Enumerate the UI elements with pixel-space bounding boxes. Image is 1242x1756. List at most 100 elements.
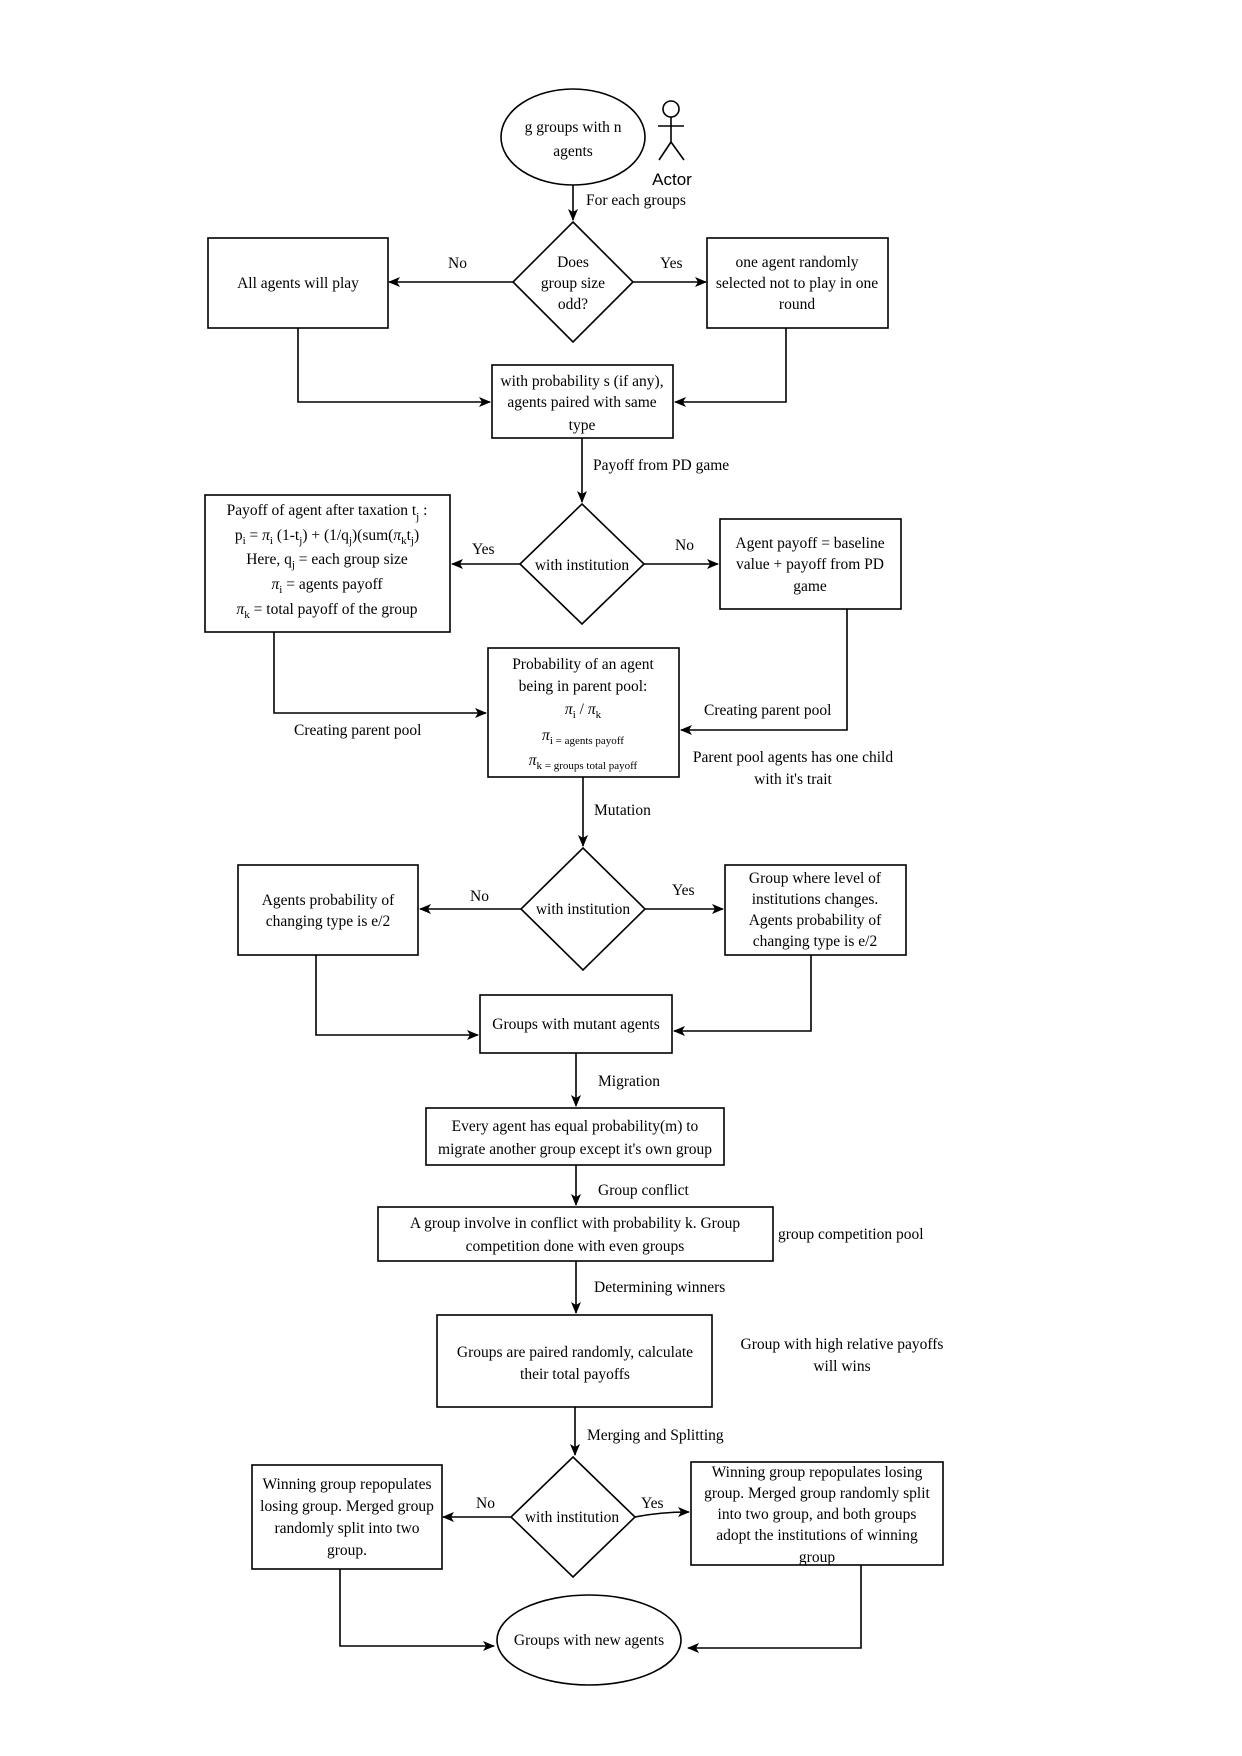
edge-label-creating-right: Creating parent pool — [704, 702, 831, 719]
odd-label-2: group size — [541, 275, 605, 292]
migrate-label-1: Every agent has equal probability(m) to — [452, 1118, 699, 1135]
box-mutation-yes — [724, 864, 907, 956]
actor-icon — [658, 100, 685, 161]
taxation-line-4: πi = agents payoff — [272, 576, 384, 596]
all-play-label: All agents will play — [237, 275, 359, 292]
inst2-label: with institution — [536, 901, 631, 918]
box-conflict — [377, 1206, 774, 1262]
box-migration — [425, 1107, 725, 1166]
paired-label-3: type — [569, 417, 596, 434]
inst1-label: with institution — [535, 557, 630, 574]
inst3-label: with institution — [525, 1509, 620, 1526]
decision-odd — [511, 220, 635, 344]
box-win-yes — [690, 1461, 944, 1566]
win-no-label-4: group. — [327, 1542, 367, 1559]
edge-label-payoff-pd: Payoff from PD game — [593, 457, 729, 474]
parent-pool-formula: πi / πk — [565, 701, 602, 721]
taxation-formula: pi = πi (1-tj) + (1/qj)(sum(πktj) — [235, 527, 419, 547]
parent-pool-desc-k: πk = groups total payoff — [529, 752, 638, 772]
paired-groups-label-1: Groups are paired randomly, calculate — [457, 1344, 693, 1361]
one-agent-label-1: one agent randomly — [735, 254, 858, 271]
box-taxation — [204, 494, 451, 633]
paired-groups-label-2: their total payoffs — [520, 1366, 630, 1383]
parent-pool-label-1: Probability of an agent — [512, 656, 654, 673]
conflict-label-2: competition done with even groups — [466, 1238, 685, 1255]
box-parent-pool — [487, 647, 680, 778]
start-label-1: g groups with n — [525, 119, 622, 136]
edge-label-yes-3: Yes — [672, 882, 695, 899]
win-no-label-3: randomly split into two — [274, 1520, 419, 1537]
parent-note-1: Parent pool agents has one child — [693, 749, 893, 766]
wins-note-2: will wins — [813, 1358, 870, 1375]
edge-label-yes-2: Yes — [472, 541, 495, 558]
parent-pool-desc-i: πi = agents payoff — [542, 727, 624, 747]
one-agent-label-3: round — [779, 296, 815, 313]
mut-yes-label-2: institutions changes. — [752, 891, 879, 908]
start-node — [500, 88, 646, 186]
edge-inst3-yes — [634, 1507, 690, 1518]
box-baseline — [719, 518, 902, 610]
edge-label-migration: Migration — [598, 1073, 660, 1090]
edge-label-yes-1: Yes — [660, 255, 683, 272]
baseline-label-2: value + payoff from PD — [736, 556, 884, 573]
odd-label-3: odd? — [558, 296, 588, 313]
box-all-play — [207, 237, 389, 329]
mutants-label: Groups with mutant agents — [492, 1016, 659, 1033]
taxation-line-1: Payoff of agent after taxation tj : — [227, 502, 428, 523]
migrate-label-2: migrate another group except it's own gr… — [438, 1141, 712, 1158]
odd-label-1: Does — [557, 254, 589, 271]
edge-winno-to-end — [339, 1569, 495, 1651]
mut-no-label-2: changing type is e/2 — [266, 913, 390, 930]
edge-label-determining: Determining winners — [594, 1279, 725, 1296]
competition-pool-label: group competition pool — [778, 1226, 924, 1243]
end-node — [496, 1594, 682, 1686]
edge-taxation-to-pool — [273, 632, 487, 718]
edge-label-creating-left: Creating parent pool — [294, 722, 421, 739]
edge-label-merging: Merging and Splitting — [587, 1427, 724, 1444]
decision-institution-1 — [518, 502, 646, 626]
decision-institution-3 — [509, 1455, 637, 1579]
box-paired-groups — [436, 1314, 713, 1408]
taxation-line-3: Here, qj = each group size — [246, 551, 408, 571]
edge-label-no-1: No — [448, 255, 467, 272]
baseline-label-1: Agent payoff = baseline — [735, 535, 884, 552]
box-one-agent — [706, 237, 889, 329]
end-label: Groups with new agents — [514, 1632, 664, 1649]
edge-label-no-2: No — [675, 537, 694, 554]
paired-label-1: with probability s (if any), — [500, 373, 663, 390]
box-win-no — [251, 1464, 443, 1570]
taxation-line-5: πk = total payoff of the group — [237, 601, 418, 621]
box-paired — [491, 364, 674, 439]
one-agent-label-2: selected not to play in one — [716, 275, 878, 292]
win-yes-label-2: group. Merged group randomly split — [704, 1485, 930, 1502]
win-yes-label-5: group — [799, 1549, 835, 1566]
mut-yes-label-1: Group where level of — [749, 870, 882, 887]
edge-label-no-3: No — [470, 888, 489, 905]
edge-baseline-to-pool — [680, 609, 848, 735]
parent-pool-label-2: being in parent pool: — [519, 678, 648, 695]
parent-note-2: with it's trait — [754, 771, 832, 788]
mut-no-label-1: Agents probability of — [262, 892, 395, 909]
win-no-label-2: losing group. Merged group — [260, 1498, 434, 1515]
edge-label-no-4: No — [476, 1495, 495, 1512]
edge-mutno-to-mutants — [315, 955, 479, 1040]
conflict-label-1: A group involve in conflict with probabi… — [410, 1215, 740, 1232]
paired-label-2: agents paired with same — [507, 394, 656, 411]
win-no-label-1: Winning group repopulates — [263, 1476, 432, 1493]
win-yes-label-3: into two group, and both groups — [718, 1506, 917, 1523]
actor-label: Actor — [652, 170, 692, 189]
edge-all-to-paired — [297, 328, 491, 407]
edge-label-mutation: Mutation — [594, 802, 651, 819]
wins-note-1: Group with high relative payoffs — [741, 1336, 944, 1353]
mut-yes-label-4: changing type is e/2 — [753, 933, 877, 950]
win-yes-label-1: Winning group repopulates losing — [712, 1464, 923, 1481]
box-mutation-no — [237, 864, 419, 956]
edge-winyes-to-end — [687, 1565, 862, 1653]
edge-label-for-each: For each groups — [586, 192, 686, 209]
win-yes-label-4: adopt the institutions of winning — [716, 1527, 918, 1544]
baseline-label-3: game — [793, 578, 827, 595]
mut-yes-label-3: Agents probability of — [749, 912, 882, 929]
edge-label-yes-4: Yes — [641, 1495, 664, 1512]
